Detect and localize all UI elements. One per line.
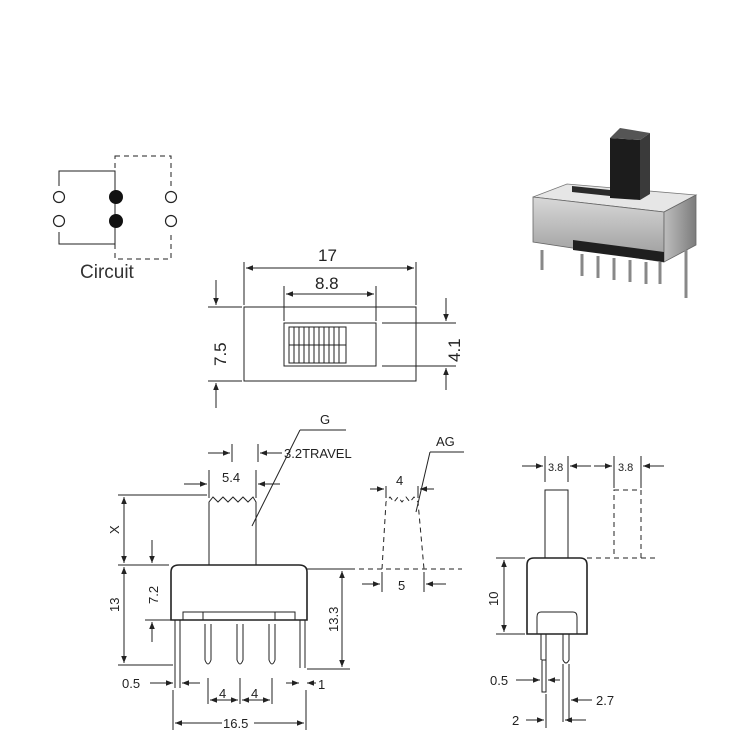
dim-4b-label: 4 (251, 686, 258, 701)
dim-16-5-label: 16.5 (223, 716, 248, 731)
side-dim-10-label: 10 (486, 592, 501, 606)
dim-13-3-label: 13.3 (326, 607, 341, 632)
side-view: 3.8 3.8 10 0.5 2.7 2 (486, 456, 664, 728)
dim-4a-label: 4 (219, 686, 226, 701)
dim-7-2-label: 7.2 (146, 586, 161, 604)
actuator-ribs (289, 327, 346, 363)
side-actuator-alt (613, 489, 642, 559)
circuit-right-frame (114, 155, 172, 260)
side-dim-2-7-label: 2.7 (596, 693, 614, 708)
front-body (170, 564, 308, 621)
dim-0-5-label: 0.5 (122, 676, 140, 691)
circuit-diagram: Circuit (52, 155, 178, 283)
dim-8-8-label: 8.8 (315, 274, 339, 293)
actuator-ag-view: 4 AG 5 (350, 434, 464, 593)
side-dim-0-5-label: 0.5 (490, 673, 508, 688)
side-actuator (544, 489, 569, 559)
side-dim-2-label: 2 (512, 713, 519, 728)
circuit-label: Circuit (80, 262, 135, 283)
terminal-common (109, 214, 123, 228)
ag-dim-5-label: 5 (398, 578, 405, 593)
dim-13-label: 13 (107, 598, 122, 612)
top-view-window (283, 322, 377, 367)
side-dim-3-8b-label: 3.8 (618, 462, 633, 474)
terminal-open (52, 214, 66, 228)
dim-1-label: 1 (318, 677, 325, 692)
top-view-body (243, 306, 417, 382)
dim-5-4-label: 5.4 (222, 470, 240, 485)
terminal-open (164, 190, 178, 204)
switch-product-image (532, 128, 698, 298)
side-dim-3-8a-label: 3.8 (548, 462, 563, 474)
ag-dim-4-label: 4 (396, 473, 403, 488)
circuit-left-frame (58, 170, 116, 245)
travel-label: 3.2TRAVEL (284, 446, 352, 461)
terminal-common (109, 190, 123, 204)
label-ag: AG (436, 434, 455, 449)
side-body (526, 557, 588, 635)
dim-4-1-label: 4.1 (445, 338, 464, 362)
top-view: 17 8.8 7.5 4.1 (208, 246, 464, 408)
terminal-open (164, 214, 178, 228)
side-pins (540, 634, 570, 664)
front-view: 3.2TRAVEL 5.4 G X 13 7.2 13.3 0.5 4 4 (107, 412, 352, 731)
terminal-open (52, 190, 66, 204)
dim-17-label: 17 (318, 246, 337, 265)
front-actuator (208, 496, 257, 565)
dim-x-label: X (107, 525, 122, 534)
dim-7-5-label: 7.5 (211, 342, 230, 366)
front-pins (174, 620, 306, 688)
label-g: G (320, 412, 330, 427)
